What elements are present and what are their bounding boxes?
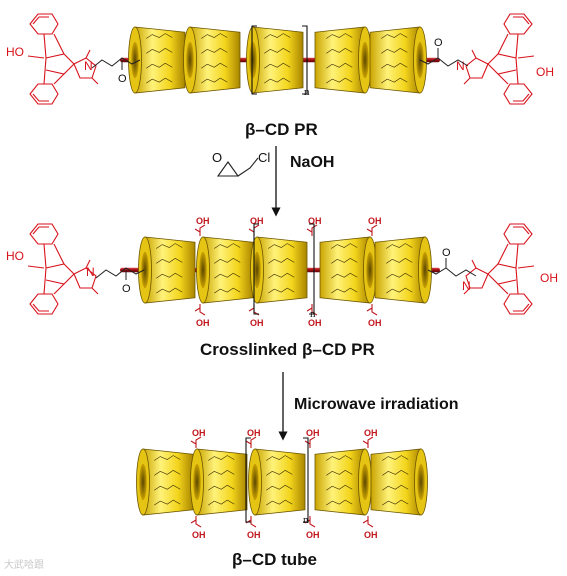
nitrogen-label: N [456, 59, 465, 73]
linker [95, 267, 145, 279]
repeat-bracket-right [303, 437, 309, 523]
crosslink-bottom [366, 304, 378, 316]
cyclodextrin-icon [319, 236, 377, 304]
hydroxyl-label: HO [6, 45, 24, 59]
chlorine-label: Cl [258, 150, 271, 165]
crosslink-top [304, 436, 316, 448]
tube-label: β–CD tube [232, 550, 317, 569]
stopper-icon [27, 223, 99, 315]
nitrogen-label: N [462, 279, 471, 293]
nitrogen-label: N [86, 265, 95, 279]
cyclodextrin-icon [250, 236, 308, 304]
carbonyl-oxygen: O [118, 73, 127, 85]
cyclodextrin-icon [314, 448, 372, 516]
linker [91, 57, 141, 69]
carbonyl-oxygen: O [442, 247, 451, 259]
hydroxyl-label: HO [6, 249, 24, 263]
crosslink-oh: OH [192, 428, 206, 438]
cyclodextrin-icon [248, 448, 306, 516]
stopper-icon [463, 13, 535, 105]
crosslink-oh: OH [192, 530, 206, 540]
crosslink-top [190, 436, 202, 448]
crosslink-bottom [362, 516, 374, 528]
repeat-bracket-right [309, 223, 315, 315]
crosslink-oh: OH [308, 318, 322, 328]
stopper-icon [463, 223, 535, 315]
hydroxyl-label: OH [540, 271, 558, 285]
watermark: 大武哈跟 [4, 560, 44, 571]
carbonyl-oxygen: O [434, 37, 443, 49]
crosslink-oh: OH [364, 428, 378, 438]
cyclodextrin-icon [138, 236, 196, 304]
crosslink-top [306, 224, 318, 236]
crosslink-bottom [190, 516, 202, 528]
crosslink-oh: OH [306, 428, 320, 438]
cyclodextrin-icon [370, 448, 428, 516]
row-crosslinked: OH OH OH OH OH OH OH OH HO OH N N O O [6, 216, 558, 328]
linker [419, 57, 469, 67]
nitrogen-label: N [84, 59, 93, 73]
crosslink-oh: OH [196, 318, 210, 328]
cyclodextrin-icon [369, 26, 427, 94]
cyclodextrin-icon [246, 26, 304, 94]
cyclodextrin-icon [196, 236, 254, 304]
row-pr: HO OH N N O O [6, 13, 554, 105]
crosslink-oh: OH [250, 216, 264, 226]
repeat-bracket-right [302, 25, 308, 95]
crosslink-oh: OH [247, 530, 261, 540]
crosslink-top [362, 436, 374, 448]
crosslink-oh: OH [368, 216, 382, 226]
microwave-label: Microwave irradiation [294, 396, 459, 413]
crosslink-oh: OH [364, 530, 378, 540]
carbonyl-oxygen: O [122, 283, 131, 295]
crosslinked-label: Crosslinked β–CD PR [200, 340, 375, 359]
epichlorohydrin-icon [216, 157, 259, 177]
crosslink-oh: OH [250, 318, 264, 328]
cyclodextrin-icon [183, 26, 241, 94]
cyclodextrin-icon [128, 26, 186, 94]
cyclodextrin-icon [374, 236, 432, 304]
repeat-subscript-3: n [303, 514, 309, 526]
crosslink-top [245, 436, 257, 448]
crosslink-top [366, 224, 378, 236]
row-tube: OH OH OH OH OH OH OH OH [136, 428, 428, 540]
crosslink-bottom [194, 304, 206, 316]
cyclodextrin-icon [314, 26, 372, 94]
crosslink-oh: OH [247, 428, 261, 438]
pr-label: β–CD PR [245, 120, 318, 139]
crosslink-oh: OH [196, 216, 210, 226]
repeat-bracket-left [253, 223, 259, 315]
cyclodextrin-icon [190, 448, 248, 516]
repeat-bracket-left [245, 437, 251, 523]
hydroxyl-label: OH [536, 65, 554, 79]
repeat-subscript-1: n [304, 86, 310, 98]
repeat-bracket-left [251, 25, 257, 95]
stopper-icon [27, 13, 99, 105]
crosslink-oh: OH [306, 530, 320, 540]
naoh-label: NaOH [290, 154, 335, 171]
repeat-subscript-2: n [310, 308, 316, 320]
crosslink-top [194, 224, 206, 236]
epoxide-oxygen-label: O [212, 150, 223, 165]
linker [427, 267, 477, 277]
crosslink-oh: OH [368, 318, 382, 328]
cyclodextrin-icon [136, 448, 194, 516]
crosslink-oh: OH [308, 216, 322, 226]
crosslink-bottom [306, 304, 318, 316]
